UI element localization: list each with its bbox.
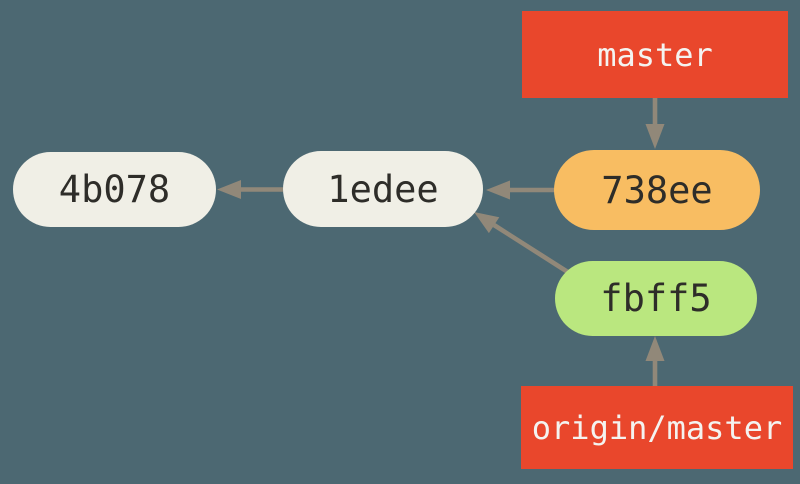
branch-ref-master: master bbox=[522, 11, 788, 98]
edge-738ee-to-1edee bbox=[486, 180, 556, 200]
arrowhead-icon bbox=[486, 180, 510, 200]
commit-node-738ee: 738ee bbox=[554, 150, 760, 230]
arrowhead-icon bbox=[474, 212, 500, 234]
edge-1edee-to-4b078 bbox=[217, 180, 283, 199]
commit-node-1edee: 1edee bbox=[283, 151, 483, 227]
branch-ref-origin-master: origin/master bbox=[521, 386, 793, 469]
commit-node-fbff5: fbff5 bbox=[555, 261, 757, 336]
arrowhead-icon bbox=[645, 336, 665, 361]
branch-ref-label: origin/master bbox=[531, 408, 783, 447]
commit-label: 1edee bbox=[327, 167, 439, 211]
commit-node-4b078: 4b078 bbox=[13, 152, 216, 227]
arrowhead-icon bbox=[217, 180, 241, 199]
commit-label: 738ee bbox=[601, 168, 713, 212]
commit-label: 4b078 bbox=[58, 168, 171, 211]
branch-ref-label: master bbox=[597, 35, 713, 74]
arrowhead-icon bbox=[645, 124, 665, 149]
commit-label: fbff5 bbox=[600, 277, 712, 320]
